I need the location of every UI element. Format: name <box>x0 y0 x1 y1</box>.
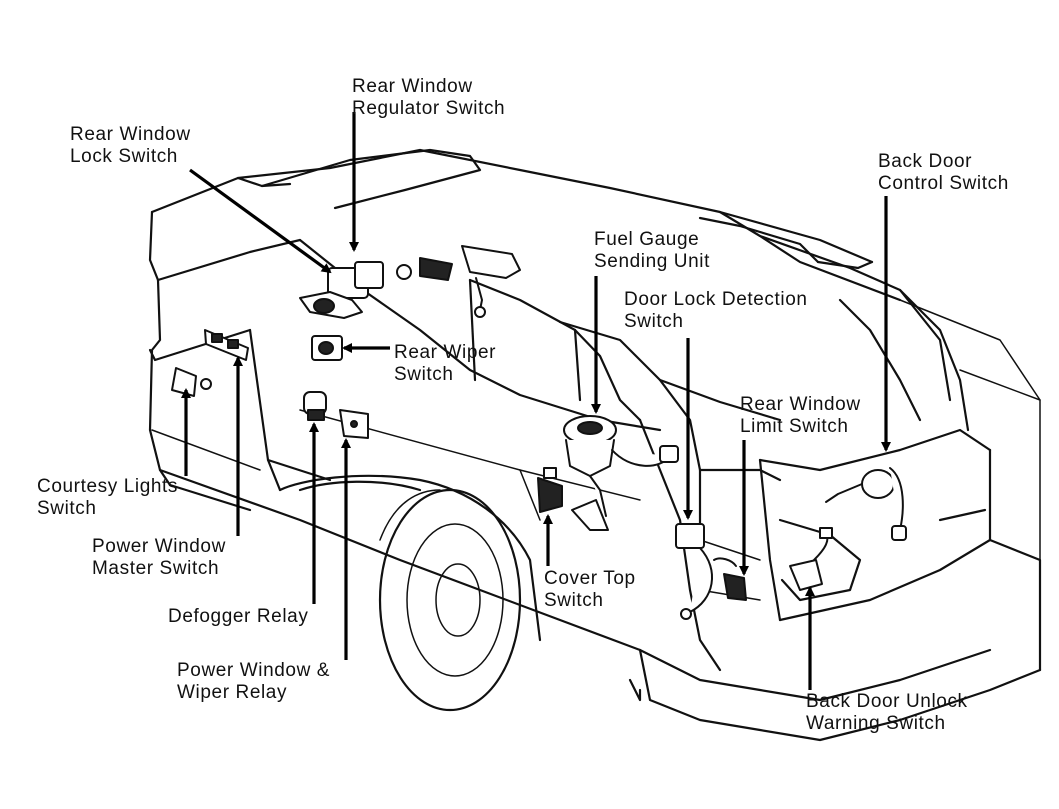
label-rear-window-regulator-switch: Rear Window Regulator Switch <box>352 76 505 120</box>
label-line: Limit Switch <box>740 416 849 437</box>
label-defogger-relay: Defogger Relay <box>168 606 308 628</box>
label-line: Rear Window <box>352 76 473 97</box>
label-line: Wiper Relay <box>177 682 288 703</box>
label-back-door-unlock-warning-switch: Back Door Unlock Warning Switch <box>806 691 968 735</box>
label-cover-top-switch: Cover Top Switch <box>544 568 636 612</box>
label-line: Cover Top <box>544 568 636 589</box>
label-line: Back Door Unlock <box>806 691 968 712</box>
label-line: Switch <box>37 498 97 519</box>
leader-lines <box>181 112 891 690</box>
label-power-window-wiper-relay: Power Window & Wiper Relay <box>177 660 330 704</box>
label-power-window-master-switch: Power Window Master Switch <box>92 536 226 580</box>
label-line: Warning Switch <box>806 713 946 734</box>
label-line: Master Switch <box>92 558 220 579</box>
label-line: Rear Window <box>740 394 861 415</box>
label-door-lock-detection-switch: Door Lock Detection Switch <box>624 289 808 333</box>
label-line: Regulator Switch <box>352 98 506 119</box>
label-rear-window-lock-switch: Rear Window Lock Switch <box>70 124 191 168</box>
label-line: Rear Wiper <box>394 342 497 363</box>
label-line: Sending Unit <box>594 251 710 272</box>
component-sketches <box>171 245 907 620</box>
label-line: Defogger Relay <box>168 606 309 627</box>
label-line: Control Switch <box>878 173 1009 194</box>
label-line: Switch <box>544 590 604 611</box>
label-line: Courtesy Lights <box>37 476 179 497</box>
label-line: Switch <box>624 311 684 332</box>
label-line: Switch <box>394 364 454 385</box>
label-courtesy-lights-switch: Courtesy Lights Switch <box>37 476 178 520</box>
label-line: Power Window <box>92 536 226 557</box>
label-rear-window-limit-switch: Rear Window Limit Switch <box>740 394 861 438</box>
label-line: Lock Switch <box>70 146 178 167</box>
label-line: Fuel Gauge <box>594 229 700 250</box>
label-line: Power Window & <box>177 660 331 681</box>
label-line: Door Lock Detection <box>624 289 808 310</box>
label-line: Rear Window <box>70 124 191 145</box>
label-back-door-control-switch: Back Door Control Switch <box>878 151 1009 195</box>
label-fuel-gauge-sending-unit: Fuel Gauge Sending Unit <box>594 229 710 273</box>
label-line: Back Door <box>878 151 973 172</box>
leader-rear-window-lock-switch <box>189 168 332 274</box>
label-rear-wiper-switch: Rear Wiper Switch <box>394 342 496 386</box>
